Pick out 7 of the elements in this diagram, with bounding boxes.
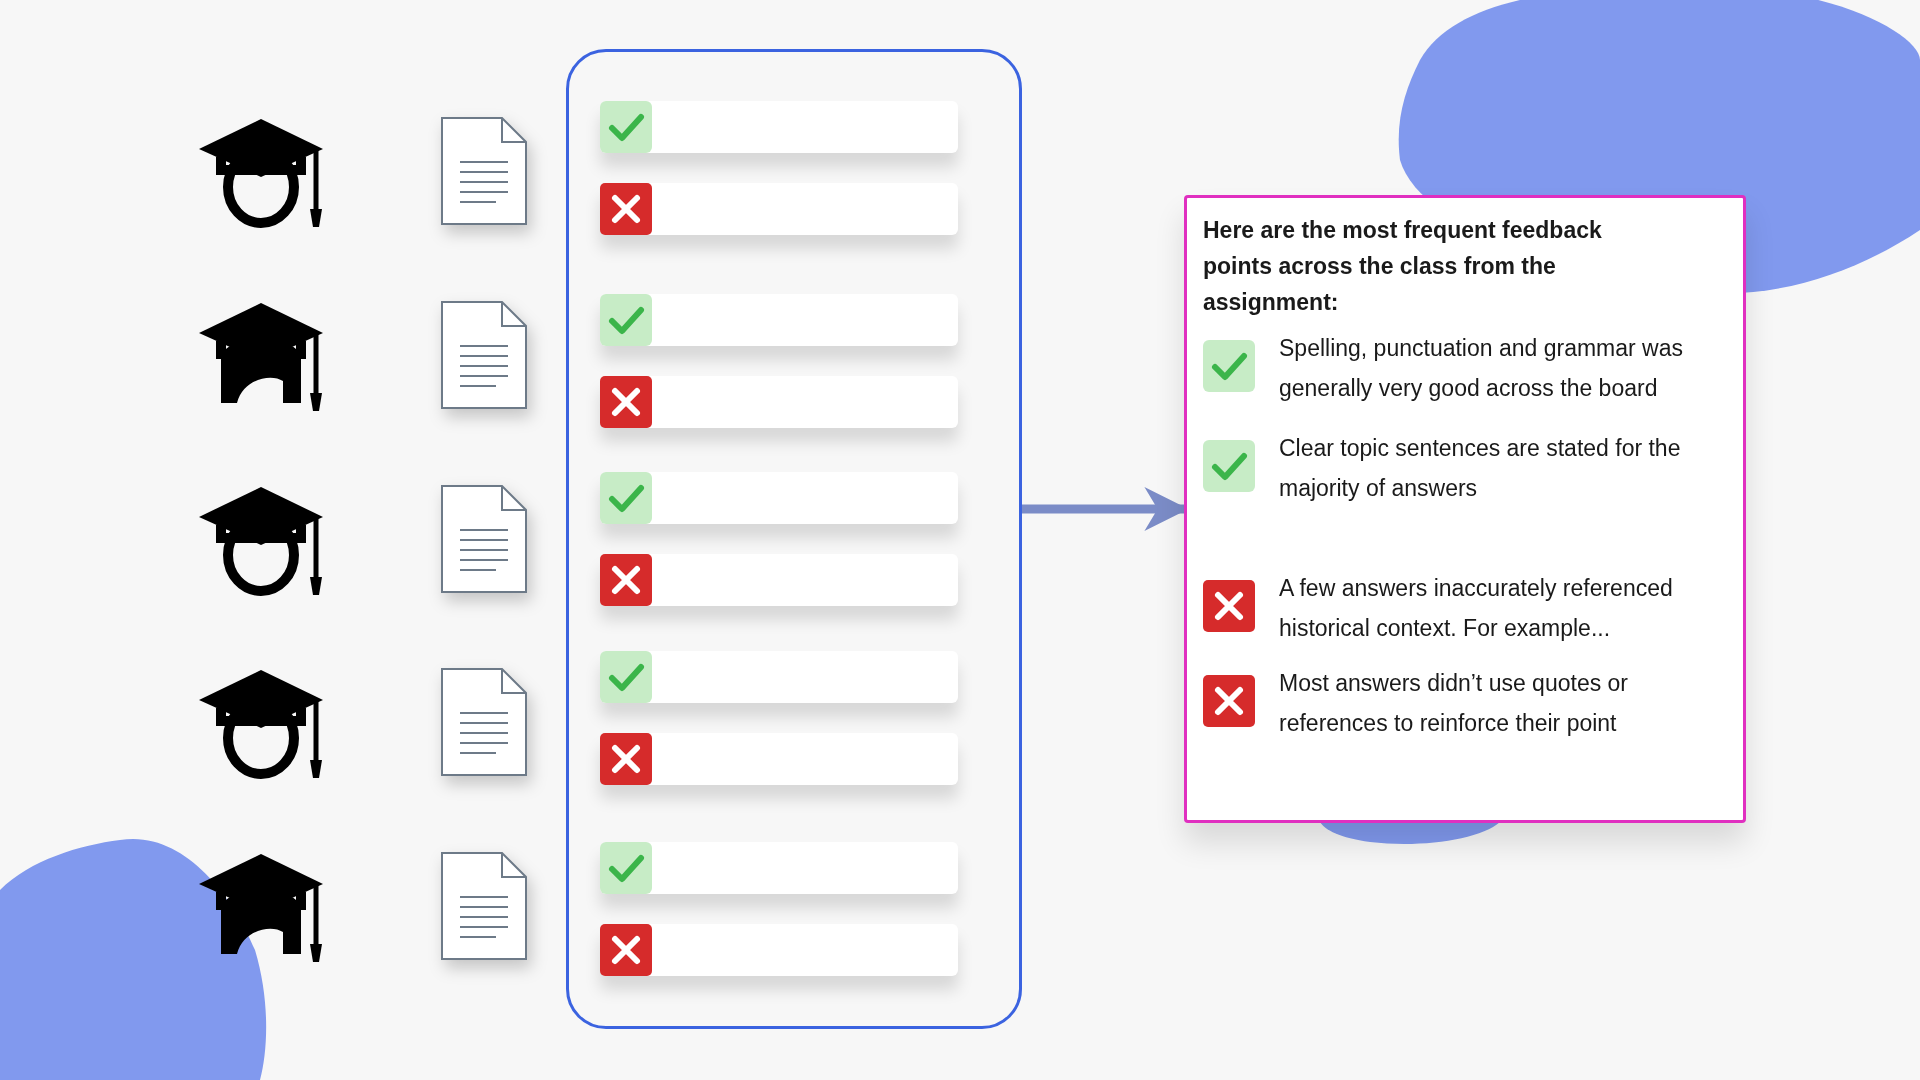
heading-text: Here are the most frequent feedback points across the class from the assignment: xyxy=(1203,216,1603,317)
feedback-point: A few answers inaccurately referenced historical context. For example... xyxy=(1279,574,1674,643)
rounded-panel xyxy=(566,49,1022,1029)
feedback-point: Most answers didn’t use quotes or references to reinforce their point xyxy=(1279,669,1629,738)
feedback-point: Clear topic sentences are stated for the majority of answers xyxy=(1279,434,1682,503)
feedback-point: Spelling, punctuation and grammar was generally very good across the board xyxy=(1279,334,1684,403)
feedback-card xyxy=(1184,195,1746,823)
